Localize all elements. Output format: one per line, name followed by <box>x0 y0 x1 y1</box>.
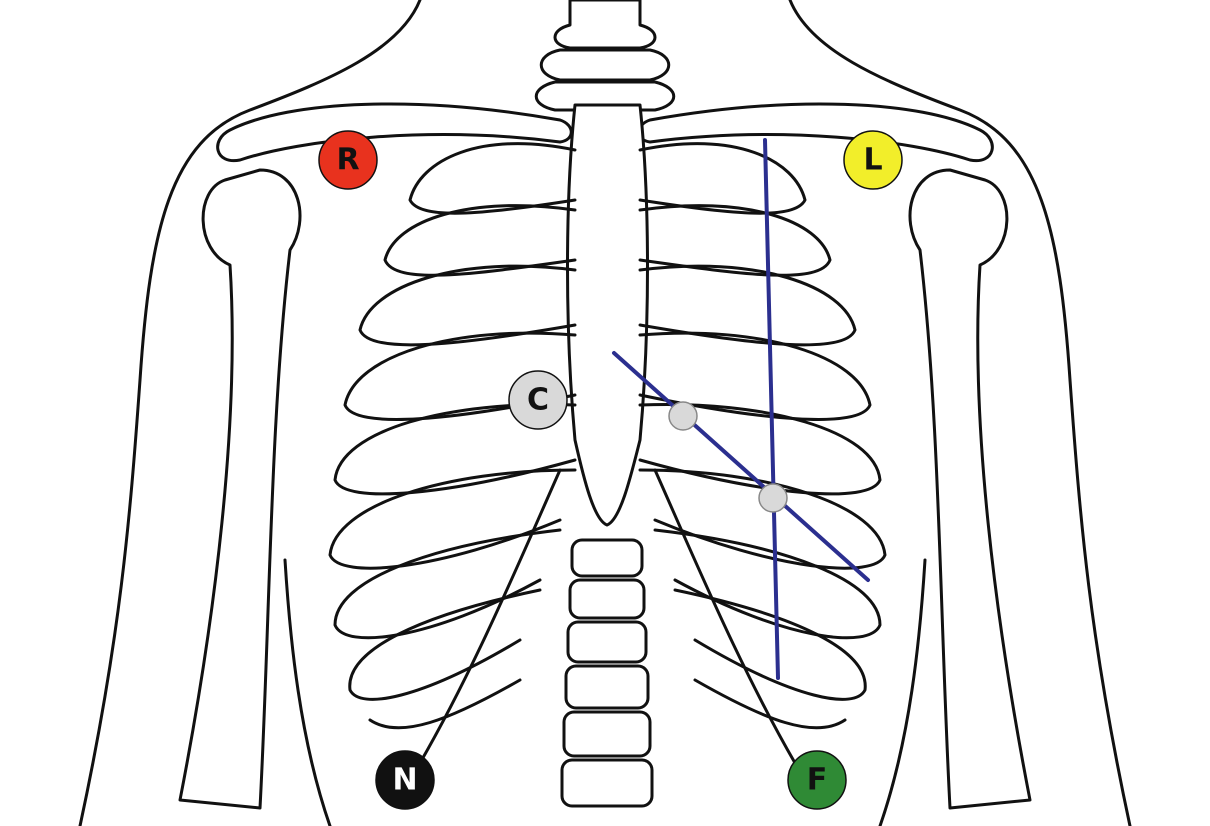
electrode-r[interactable]: R <box>318 130 378 190</box>
left-rib-4 <box>343 331 577 421</box>
vertebra-t5 <box>562 710 652 758</box>
right-clavicle <box>637 102 994 163</box>
left-costal-margin <box>408 468 562 782</box>
right-ribs <box>638 142 887 782</box>
electrode-n[interactable]: N <box>375 750 435 810</box>
left-rib-3 <box>358 264 577 347</box>
electrode-position-marker-upper[interactable] <box>668 401 698 431</box>
right-rib-9 <box>693 678 847 730</box>
right-humerus <box>908 168 1032 810</box>
electrode-position-marker-lower[interactable] <box>758 483 788 513</box>
vertebra-t1 <box>570 538 644 578</box>
electrode-c-label: C <box>527 383 549 418</box>
right-rib-1 <box>638 142 807 215</box>
electrode-f-pad[interactable] <box>787 750 847 810</box>
right-rib-4 <box>638 331 872 421</box>
left-ribs <box>328 142 577 782</box>
thoracic-spine <box>560 538 654 808</box>
electrode-r-pad[interactable] <box>318 130 378 190</box>
electrodes: R L C N F <box>318 130 903 810</box>
electrode-c-pad[interactable] <box>508 370 568 430</box>
left-inner-arm <box>283 558 332 826</box>
left-body-outline <box>78 0 422 826</box>
electrode-n-pad[interactable] <box>375 750 435 810</box>
vertebra-c3 <box>534 80 676 112</box>
left-rib-6 <box>328 468 577 570</box>
clavicles <box>216 102 994 163</box>
midclavicular-guide-line <box>763 138 780 680</box>
electrode-l-pad[interactable] <box>843 130 903 190</box>
right-rib-5 <box>638 402 882 496</box>
left-rib-1 <box>408 142 577 215</box>
right-costal-margin <box>653 468 807 782</box>
left-clavicle <box>216 102 573 163</box>
humerus-bones <box>178 168 1032 810</box>
vertebra-t6 <box>560 758 654 808</box>
vertebra-c1 <box>553 0 657 50</box>
vertebra-t2 <box>568 578 646 620</box>
right-rib-6 <box>638 468 887 570</box>
sternum <box>566 103 649 527</box>
right-inner-arm <box>878 558 927 826</box>
electrode-l-label: L <box>863 143 882 178</box>
body-outline <box>78 0 1132 826</box>
vertebra-t3 <box>566 620 648 664</box>
right-rib-7 <box>653 528 882 640</box>
right-rib-8 <box>673 588 867 701</box>
vertebra-t4 <box>564 664 650 710</box>
left-humerus <box>178 168 302 810</box>
electrode-f[interactable]: F <box>787 750 847 810</box>
intercostal-guide-line <box>612 351 870 582</box>
left-rib-7 <box>333 528 562 640</box>
guide-lines <box>612 138 870 680</box>
left-rib-2 <box>383 204 577 277</box>
electrode-r-label: R <box>336 143 359 178</box>
electrode-n-label: N <box>392 763 417 798</box>
right-body-outline <box>788 0 1132 826</box>
electrode-c[interactable]: C <box>508 370 568 430</box>
cervical-spine <box>534 0 676 112</box>
right-rib-2 <box>638 204 832 277</box>
electrode-l[interactable]: L <box>843 130 903 190</box>
left-rib-8 <box>348 588 542 701</box>
left-rib-5 <box>333 402 577 496</box>
right-rib-3 <box>638 264 857 347</box>
left-rib-9 <box>368 678 522 730</box>
vertebra-c2 <box>539 48 671 82</box>
electrode-f-label: F <box>807 763 828 798</box>
